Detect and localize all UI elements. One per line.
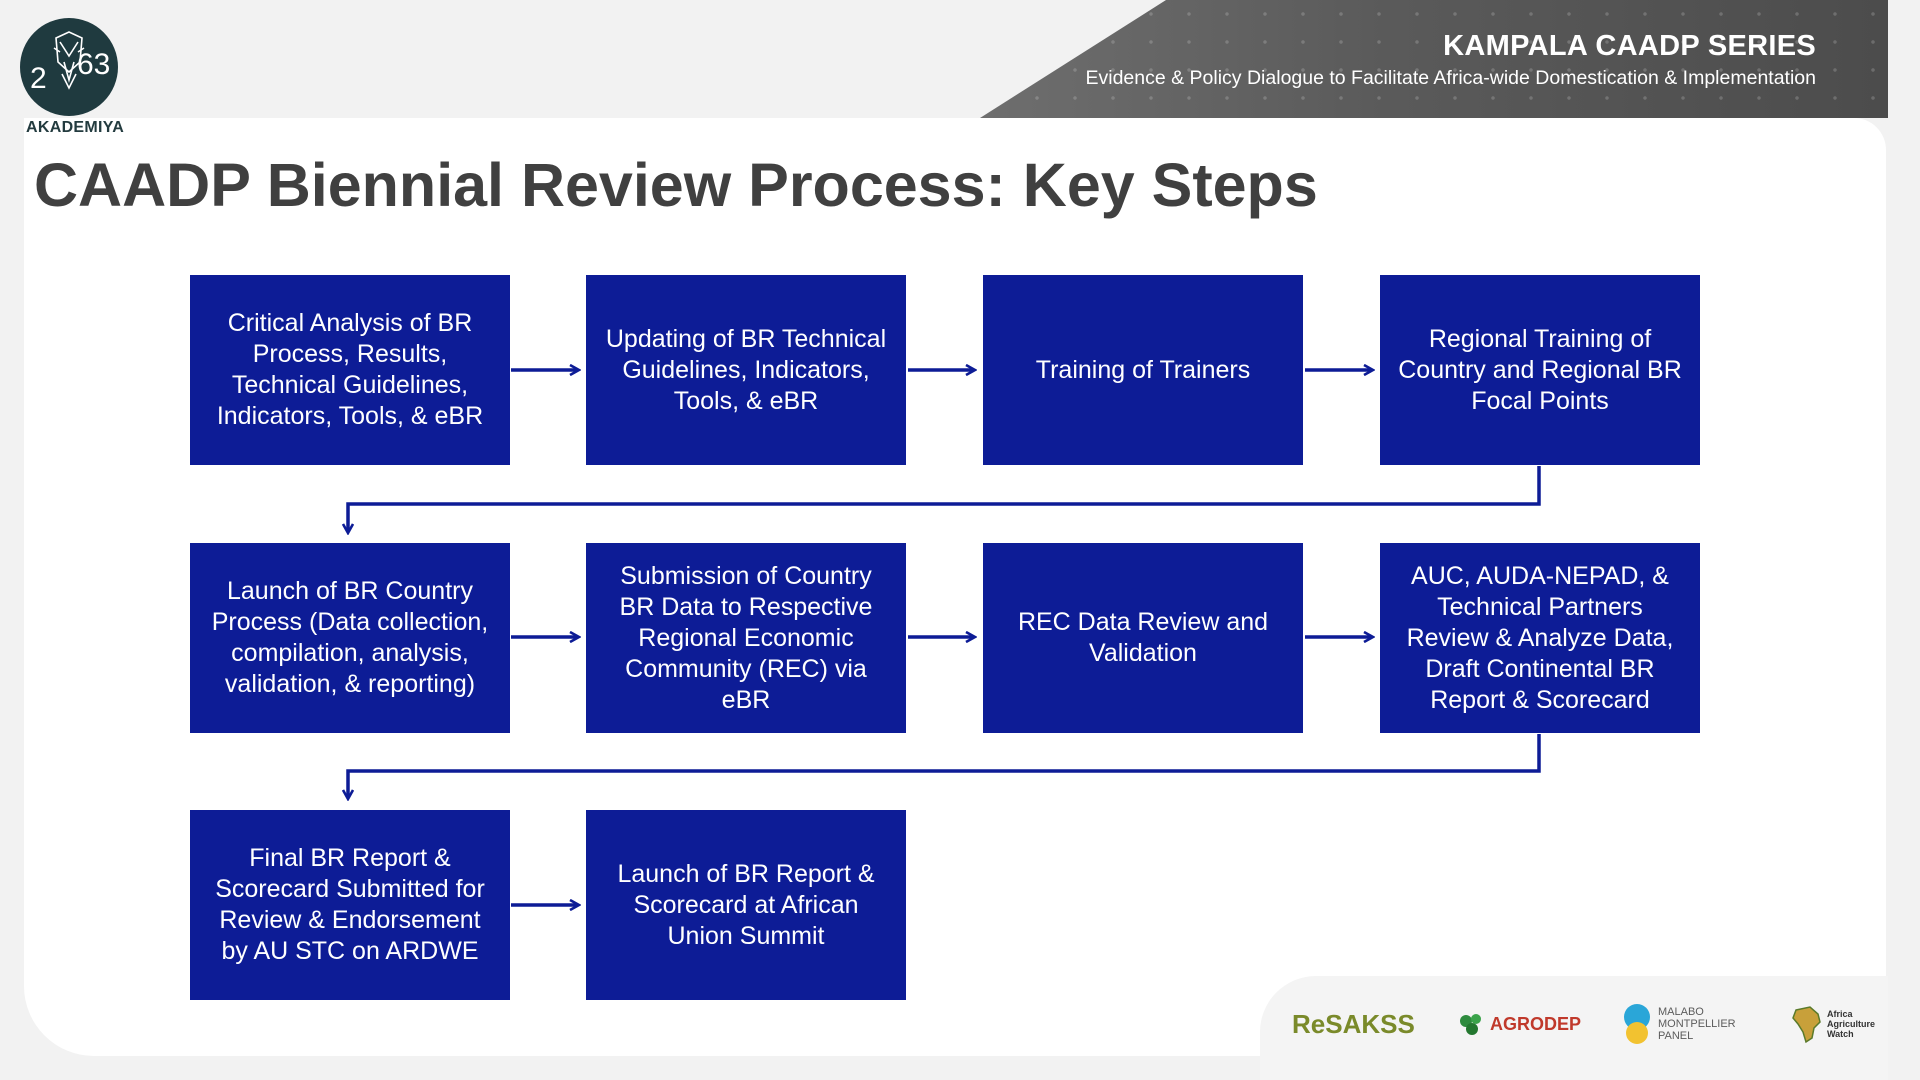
step-text-line: Final BR Report & bbox=[249, 844, 451, 872]
step-text-line: Critical Analysis of BR bbox=[227, 309, 473, 337]
step-text-line: Regional Economic bbox=[638, 623, 854, 652]
step-text-line: Indicators, Tools, & eBR bbox=[216, 402, 484, 430]
step-text-line: Review & Analyze Data, bbox=[1406, 623, 1674, 652]
step-text-line: Validation bbox=[1089, 639, 1197, 667]
step-text-line: REC Data Review and bbox=[1017, 608, 1269, 636]
africa-agriculture-watch-logo: Africa Agriculture Watch bbox=[1790, 1004, 1875, 1044]
aaw-line-1: Africa bbox=[1827, 1009, 1853, 1019]
step-text-line: Community (REC) via eBR bbox=[625, 654, 867, 714]
step-text-line: BR Data to Respective bbox=[619, 592, 873, 621]
step-text-line: Draft Continental BR bbox=[1425, 654, 1655, 683]
step-text-line: Technical Partners bbox=[1437, 592, 1643, 621]
step-text-line: Country and Regional BR bbox=[1398, 355, 1682, 384]
step-text-line: by AU STC on ARDWE bbox=[221, 937, 479, 965]
logo-number-right: 63 bbox=[77, 48, 110, 81]
connector-row1-row2 bbox=[348, 466, 1541, 532]
step-text-line: Launch of BR Report & bbox=[617, 859, 875, 888]
agrodep-logo: AGRODEP bbox=[1456, 1004, 1581, 1044]
malabo-line-2: MONTPELLIER bbox=[1658, 1018, 1736, 1030]
aaw-line-2: Agriculture bbox=[1827, 1019, 1876, 1029]
partner-logos-strip bbox=[1260, 976, 1888, 1080]
step-text-line: AUC, AUDA-NEPAD, & bbox=[1411, 561, 1669, 590]
step-text-line: Union Summit bbox=[667, 921, 825, 950]
step-text-line: Training of Trainers bbox=[1035, 355, 1251, 384]
step-text-line: Regional Training of bbox=[1428, 324, 1652, 353]
step-text-line: compilation, analysis, bbox=[231, 639, 469, 667]
aaw-line-3: Watch bbox=[1827, 1029, 1854, 1039]
step-text-line: Scorecard Submitted for bbox=[215, 875, 485, 903]
series-subtitle: Evidence & Policy Dialogue to Facilitate… bbox=[1085, 67, 1816, 89]
step-box: Final BR Report & Scorecard Submitted for… bbox=[190, 810, 510, 1000]
step-box: Launch of BR Report &Scorecard at Africa… bbox=[586, 810, 906, 1000]
malabo-circle-icon bbox=[1624, 1004, 1650, 1044]
akademiya-wordmark: AKADEMIYA bbox=[26, 119, 125, 136]
akademiya-emblem-icon: 2 63 bbox=[30, 31, 110, 95]
step-text-line: Process (Data collection, bbox=[211, 608, 489, 636]
step-text-line: Report & Scorecard bbox=[1430, 685, 1650, 714]
step-text-line: Technical Guidelines, bbox=[231, 371, 469, 399]
series-title: KAMPALA CAADP SERIES bbox=[1443, 30, 1816, 62]
africa-map-icon bbox=[1792, 1006, 1821, 1044]
connector-row2-row3 bbox=[348, 734, 1541, 798]
step-box: Training of Trainers bbox=[983, 275, 1303, 465]
step-text-line: Focal Points bbox=[1471, 386, 1609, 415]
malabo-line-3: PANEL bbox=[1658, 1030, 1694, 1042]
step-text: Final BR Report & Scorecard Submitted for… bbox=[215, 843, 485, 967]
resakss-logo: ReSAKSS bbox=[1292, 1008, 1415, 1039]
step-text-line: Process, Results, bbox=[252, 340, 448, 368]
step-text-line: Review & Endorsement bbox=[219, 906, 481, 934]
step-text-line: Tools, & eBR bbox=[673, 386, 819, 415]
logo-number-left: 2 bbox=[30, 62, 47, 95]
step-text: Launch of BR Report &Scorecard at Africa… bbox=[617, 859, 874, 952]
step-text-line: Scorecard at African bbox=[633, 890, 859, 919]
step-text-line: Updating of BR Technical bbox=[605, 324, 887, 353]
agrodep-wordmark: AGRODEP bbox=[1490, 1013, 1582, 1034]
malabo-montpellier-logo: MALABO MONTPELLIER PANEL bbox=[1622, 1004, 1736, 1044]
step-text-line: Launch of BR Country bbox=[227, 577, 473, 605]
step-text: Critical Analysis of BR Process, Results,… bbox=[217, 308, 483, 432]
step-text-line: validation, & reporting) bbox=[224, 670, 476, 698]
step-text: Training of Trainers bbox=[1036, 355, 1250, 386]
step-text-line: Guidelines, Indicators, bbox=[622, 355, 870, 384]
step-box: Critical Analysis of BR Process, Results,… bbox=[190, 275, 510, 465]
akademiya-logo-icon: 2 63 bbox=[20, 18, 118, 116]
malabo-line-1: MALABO bbox=[1658, 1006, 1704, 1018]
page-title: CAADP Biennial Review Process: Key Steps bbox=[34, 151, 1318, 219]
step-text-line: Submission of Country bbox=[620, 561, 872, 590]
agrodep-leaf-icon bbox=[1460, 1014, 1481, 1035]
